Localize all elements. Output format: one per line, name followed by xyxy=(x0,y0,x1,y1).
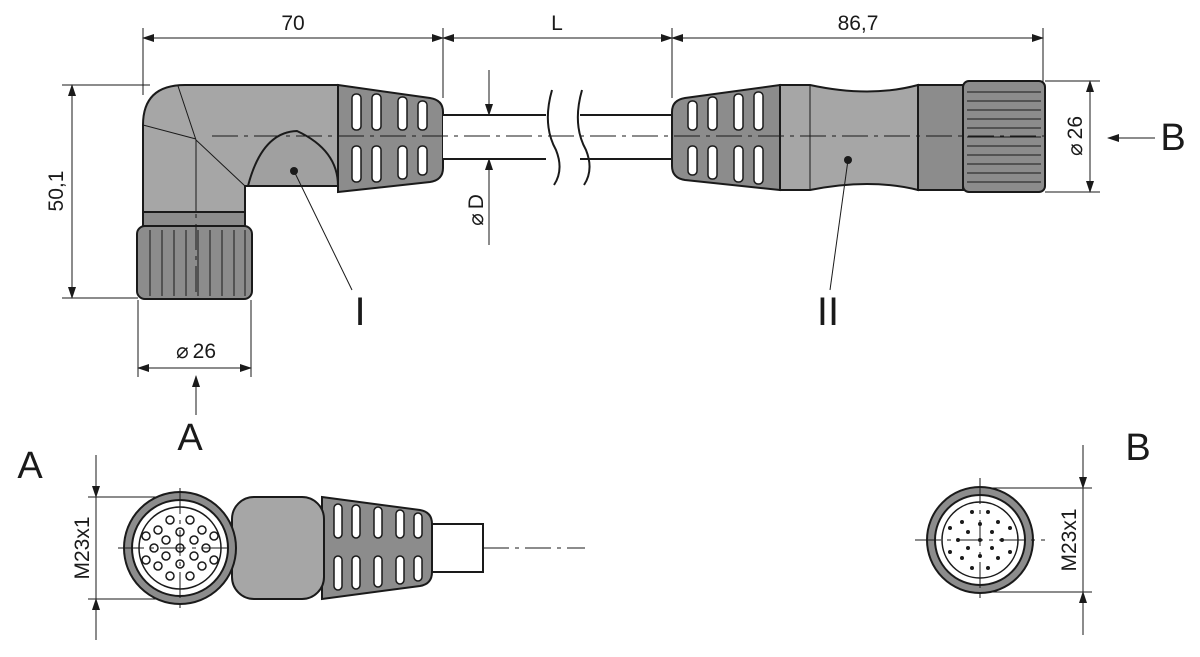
length-cable-label: L xyxy=(551,12,563,35)
knurl-right-nut xyxy=(967,91,1041,183)
diameter-right-dimension xyxy=(1045,80,1100,193)
diameter-left-label: ⌀26 xyxy=(176,340,216,363)
view-b-connector xyxy=(915,478,1045,603)
view-a-thread-label: M23x1 xyxy=(71,516,94,579)
diameter-left-symbol: ⌀ xyxy=(176,340,189,363)
diameter-right-symbol: ⌀ xyxy=(1064,143,1087,156)
diameter-left-dimension xyxy=(137,300,252,377)
diameter-left-value: 26 xyxy=(193,340,216,363)
knurl-left-nut xyxy=(149,230,246,296)
cable-diameter-value: D xyxy=(465,194,488,209)
part-2-label: II xyxy=(817,290,839,334)
leader-part-1 xyxy=(290,167,353,291)
cable xyxy=(443,89,672,186)
diameter-right-value: 26 xyxy=(1064,116,1087,139)
strain-relief-slots-left xyxy=(351,93,428,183)
view-arrow-a-label: A xyxy=(177,417,203,459)
view-b-thread-label: M23x1 xyxy=(1058,508,1081,571)
view-a-connector xyxy=(118,488,585,610)
diameter-right-label: ⌀ 26 xyxy=(1064,116,1087,156)
view-a-title: A xyxy=(17,445,43,487)
length-right-label: 86,7 xyxy=(838,12,879,35)
strain-relief-slots-right xyxy=(687,91,764,185)
height-dimension xyxy=(62,84,150,299)
view-b-title: B xyxy=(1125,427,1150,469)
leader-part-2 xyxy=(829,156,852,291)
length-left-label: 70 xyxy=(281,12,304,35)
height-left-label: 50,1 xyxy=(45,171,68,212)
cable-diameter-label: ⌀D xyxy=(465,194,488,226)
diameter-symbol: ⌀ xyxy=(465,213,488,226)
angled-connector xyxy=(136,83,444,300)
view-b-thread-dimension xyxy=(980,445,1092,635)
part-1-label: I xyxy=(354,290,365,334)
view-arrow-b-label: B xyxy=(1160,117,1185,159)
dimension-lines-top xyxy=(142,28,1044,98)
view-b-pins xyxy=(948,510,1012,570)
